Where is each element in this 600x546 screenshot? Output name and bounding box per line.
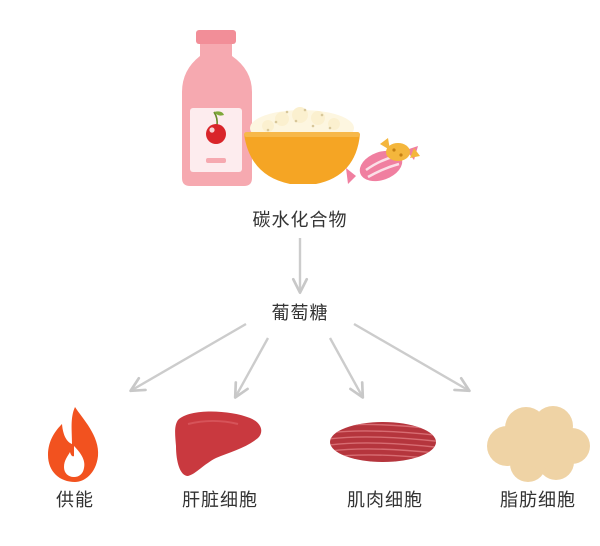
candy-icon [346, 138, 420, 184]
energy-supply-label: 供能 [56, 490, 94, 511]
arrow-glucose-to-muscle [328, 337, 365, 399]
fat-cells-label: 脂肪细胞 [500, 490, 576, 511]
rice-bowl-icon [244, 107, 360, 184]
fat-cell-icon [487, 406, 590, 482]
arrow-glucose-to-energy [129, 322, 247, 393]
muscle-cells-label: 肌肉细胞 [347, 490, 423, 511]
liver-cells-label: 肝脏细胞 [182, 490, 258, 511]
muscle-icon [330, 422, 436, 462]
carbohydrate-label: 碳水化合物 [252, 210, 348, 231]
liver-icon [175, 411, 262, 476]
arrow-glucose-to-liver [233, 337, 270, 399]
glucose-label: 葡萄糖 [271, 303, 329, 324]
juice-bottle-icon [182, 30, 252, 186]
arrow-glucose-to-fat [353, 322, 471, 393]
fire-icon [48, 407, 99, 482]
